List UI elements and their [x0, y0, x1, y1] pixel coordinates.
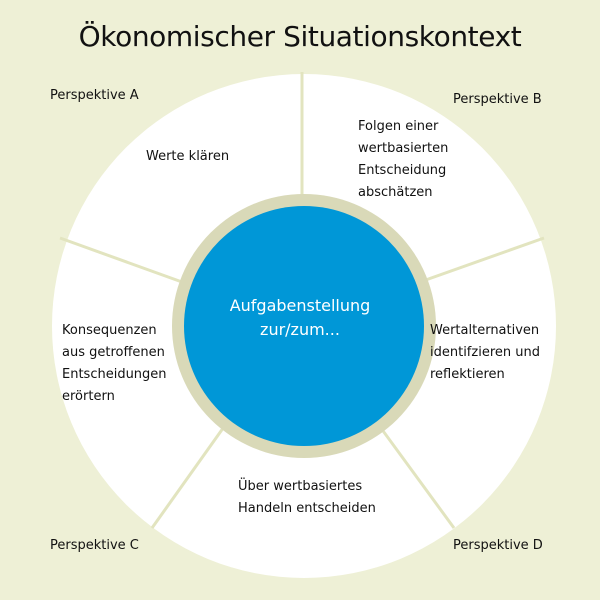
segment-top-left-text: Werte klären — [146, 146, 229, 168]
segment-text-line: Werte klären — [146, 149, 230, 164]
segment-text-line: Handeln entscheiden — [238, 501, 376, 516]
perspective-b-label: Perspektive B — [453, 92, 542, 107]
segment-text-line: Konsequenzen — [62, 323, 157, 338]
segment-text-line: reflektieren — [430, 367, 505, 382]
segment-text-line: abschätzen — [358, 185, 433, 200]
perspective-a-label: Perspektive A — [50, 88, 139, 103]
segment-right-text: Wertalternativen identifzieren und refle… — [430, 320, 540, 386]
divider-lower-left — [150, 423, 228, 529]
segment-bottom-text: Über wertbasiertes Handeln entscheiden — [238, 476, 376, 520]
segment-text-line: wertbasierten — [358, 141, 449, 156]
center-label-line: Aufgabenstellung — [229, 296, 371, 315]
segment-text-line: Über wertbasiertes — [238, 479, 363, 494]
perspective-c-label: Perspektive C — [50, 538, 139, 553]
segment-text-line: Entscheidung — [358, 163, 447, 178]
center-circle — [184, 206, 424, 446]
perspective-d-label: Perspektive D — [453, 538, 543, 553]
divider-upper-right — [419, 236, 545, 284]
center-label-line: zur/zum... — [260, 320, 340, 339]
segment-text-line: aus getroffenen — [62, 345, 165, 360]
segment-text-line: Wertalternativen — [430, 323, 540, 338]
segment-text-line: erörtern — [62, 389, 115, 404]
center-task-label: Aufgabenstellung zur/zum... — [200, 294, 400, 342]
segment-left-text: Konsequenzen aus getroffenen Entscheidun… — [62, 320, 167, 408]
divider-upper-left — [59, 236, 183, 284]
segment-top-right-text: Folgen einer wertbasierten Entscheidung … — [358, 116, 448, 204]
segment-text-line: Folgen einer — [358, 119, 439, 134]
divider-lower-right — [376, 423, 456, 529]
segment-text-line: identifzieren und — [430, 345, 540, 360]
segment-dividers — [59, 72, 545, 529]
segment-text-line: Entscheidungen — [62, 367, 167, 382]
diagram-title: Ökonomischer Situationskontext — [78, 20, 522, 53]
